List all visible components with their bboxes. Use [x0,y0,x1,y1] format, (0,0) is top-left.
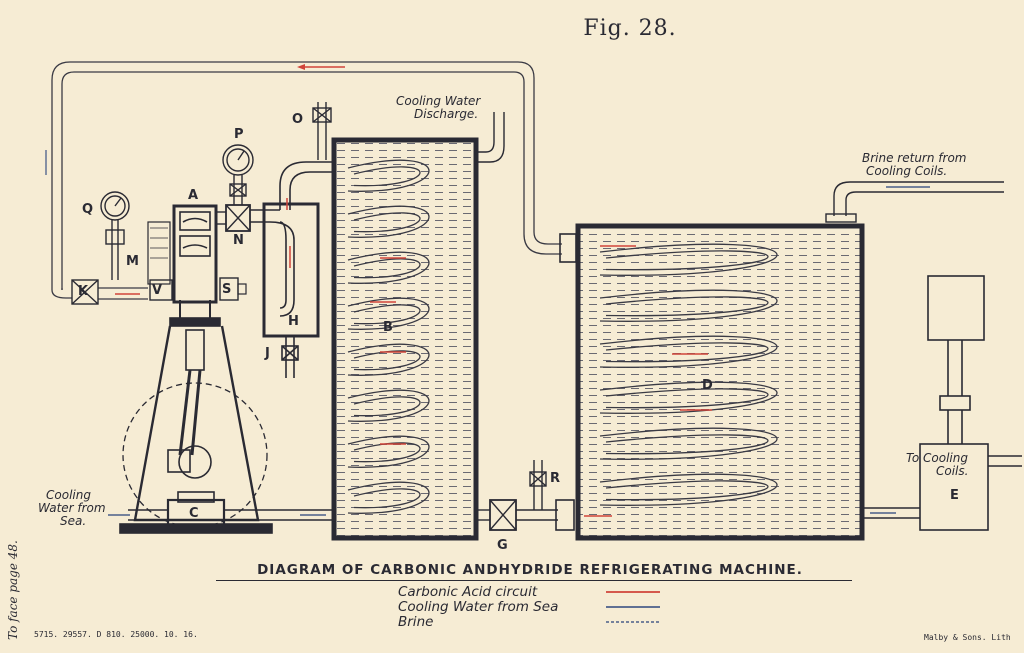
label-s: S [222,282,232,297]
legend-swatches [606,591,660,623]
label-o: O [292,112,304,127]
coil-loop [599,289,778,322]
legend-cooling-water: Cooling Water from Sea [398,599,559,615]
legend-carbonic-acid: Carbonic Acid circuit [398,584,538,600]
label-m: M [126,254,139,269]
coil-loop [599,335,778,368]
label-r: R [550,471,561,486]
condenser-coil [347,159,430,514]
side-note: To face page 48. [6,540,20,640]
coil-loop [347,205,430,238]
coil-loop-inner [605,434,769,455]
coil-loop-inner [353,258,421,279]
printer-credit: Malby & Sons. Lith [924,633,1011,642]
coil-loop-inner [605,480,769,501]
annotation-cooling-water-discharge-2: Discharge. [414,107,479,121]
figure-title: Fig. 28. [583,16,677,41]
coil-loop-inner [353,304,421,325]
coil-loop-inner [353,166,421,187]
compressor [119,204,273,534]
label-v: V [152,283,163,298]
label-h: H [288,314,299,329]
separator-h [262,161,334,378]
coil-loop-inner [353,212,421,233]
coil-loop [347,435,430,468]
evaporator-coil [599,243,778,506]
gauge-p [216,144,280,232]
pump-c [128,491,332,530]
coil-loop-inner [605,296,769,317]
annotation-cooling-water-discharge-1: Cooling Water [396,94,481,108]
coil-loop [347,481,430,514]
valve-o [312,102,332,160]
label-k: K [78,284,89,299]
coil-loop-inner [353,396,421,417]
coil-loop [347,389,430,422]
annotation-brine-return-2: Cooling Coils. [866,164,948,178]
diagram-caption: DIAGRAM OF CARBONIC ANDHYDRIDE REFRIGERA… [257,562,803,578]
gauge-q [100,191,130,280]
return-pipe [51,61,562,290]
print-code: 5715. 29557. D 810. 25000. 10. 16. [34,630,198,639]
label-p: P [234,127,244,142]
annotation-to-cooling-coils-2: Coils. [936,464,969,478]
label-g: G [497,538,508,553]
label-n: N [233,233,244,248]
label-q: Q [82,202,94,217]
label-j: J [265,346,270,361]
label-c: C [189,506,199,521]
coil-loop-inner [605,342,769,363]
coil-loop [347,297,430,330]
coil-loop-inner [605,250,769,271]
label-b: B [383,320,393,335]
coil-loop [347,159,430,192]
legend-brine: Brine [398,614,434,630]
coil-loop [599,381,778,414]
annotation-sea-2: Water from [38,501,106,515]
label-e: E [950,488,959,503]
condenser-b [331,137,479,541]
annotation-to-cooling-coils-1: To Cooling [906,451,968,465]
coil-loop [347,251,430,284]
label-d: D [702,378,713,393]
coil-loop [599,473,778,506]
valve-k [71,279,99,305]
coil-loop-inner [353,488,421,509]
coil-loop [599,243,778,276]
coil-loop [599,427,778,460]
brine-pump-e [862,275,1022,531]
coil-loop-inner [605,388,769,409]
annotation-sea-1: Cooling [46,488,91,502]
caption-underline [216,580,852,581]
label-a: A [188,188,199,203]
coil-loop [347,343,430,376]
annotation-sea-3: Sea. [60,514,87,528]
annotation-brine-return-1: Brine return from [862,151,967,165]
